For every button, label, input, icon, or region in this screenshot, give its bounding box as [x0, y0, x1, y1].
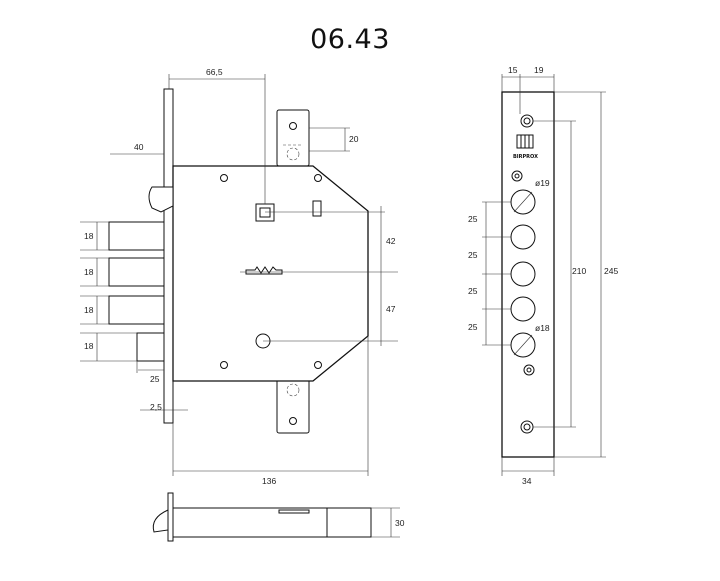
- dim-25-s1: 25: [468, 214, 478, 224]
- drawing-title: 06.43: [310, 24, 390, 55]
- dim-34: 34: [522, 476, 532, 486]
- dim-18-a: 18: [84, 231, 94, 241]
- front-bolt-2: [510, 224, 536, 250]
- bottom-body: [172, 507, 372, 538]
- dim-245: 245: [604, 266, 618, 276]
- deadbolt-1: [108, 221, 165, 251]
- dim-25-left: 25: [150, 374, 160, 384]
- front-bolt-4: [510, 296, 536, 322]
- dim-phi18: ø18: [535, 323, 550, 333]
- dim-47: 47: [386, 304, 396, 314]
- dim-18-b: 18: [84, 267, 94, 277]
- deadbolt-3: [108, 295, 165, 325]
- dim-phi19: ø19: [535, 178, 550, 188]
- bottom-latch: [152, 509, 169, 533]
- lock-front-view: BIRPROX 15 19 ø19 ø18 2: [468, 65, 618, 486]
- dim-30: 30: [395, 518, 405, 528]
- top-strike-plate: [276, 109, 310, 167]
- dim-2-5: 2,5: [150, 402, 162, 412]
- deadbolt-2: [108, 257, 165, 287]
- dim-25-s2: 25: [468, 250, 478, 260]
- deadbolt-4: [136, 332, 165, 362]
- lock-bottom-view: 30: [152, 492, 405, 542]
- dim-42: 42: [386, 236, 396, 246]
- dim-25-s3: 25: [468, 286, 478, 296]
- dim-210: 210: [572, 266, 586, 276]
- faceplate: [163, 88, 174, 424]
- dim-18-c: 18: [84, 305, 94, 315]
- dim-40: 40: [134, 142, 144, 152]
- dim-20: 20: [349, 134, 359, 144]
- latch-bolt: [148, 186, 174, 213]
- lock-side-view: 66,5 40 20 42 47 18 18 18 18 25 2,5 136: [80, 67, 398, 486]
- brand-logo: BIRPROX: [513, 134, 538, 160]
- dim-19: 19: [534, 65, 544, 75]
- dim-25-s4: 25: [468, 322, 478, 332]
- front-bolt-3: [510, 261, 536, 287]
- dim-15: 15: [508, 65, 518, 75]
- brand-text: BIRPROX: [513, 154, 538, 160]
- dim-136: 136: [262, 476, 276, 486]
- dim-66-5: 66,5: [206, 67, 223, 77]
- dim-18-d: 18: [84, 341, 94, 351]
